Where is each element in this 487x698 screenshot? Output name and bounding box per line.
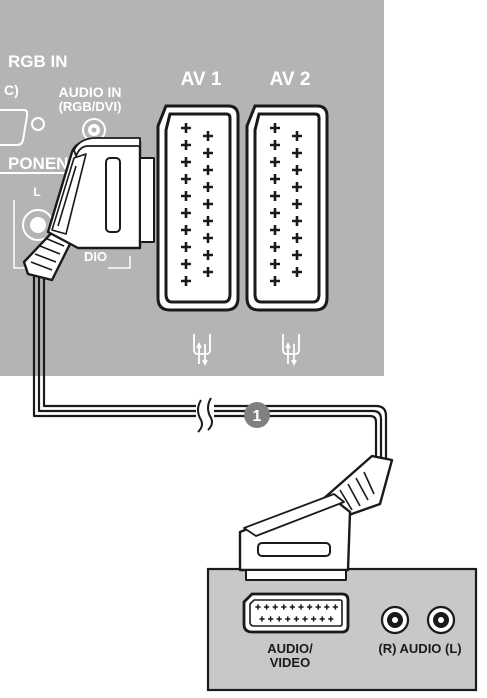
device-scart-socket: [242, 592, 350, 634]
scart-pin: [292, 131, 302, 141]
scart-pin: [203, 131, 213, 141]
audio-l-jack: [426, 605, 456, 635]
external-device-panel: AUDIO/ VIDEO (R) AUDIO (L): [206, 567, 478, 692]
scart-pin: [332, 604, 338, 610]
scart-pin: [270, 123, 280, 133]
scart-pin: [292, 216, 302, 226]
audio-video-label-2: VIDEO: [270, 655, 310, 670]
scart-pin: [292, 165, 302, 175]
scart-cable: [32, 272, 388, 460]
scart-pin: [270, 174, 280, 184]
rgb-screw-icon: [31, 117, 45, 131]
rgb-pc-port: [0, 109, 29, 146]
scart-pin: [181, 208, 191, 218]
scart-pin: [328, 616, 334, 622]
scart-pin: [298, 604, 304, 610]
scart-pin: [270, 208, 280, 218]
audio-r-jack: [380, 605, 410, 635]
scart-pin: [181, 140, 191, 150]
scart-pin: [181, 242, 191, 252]
step-number: 1: [253, 408, 262, 425]
scart-pin: [315, 604, 321, 610]
audio-in-sub-label: (RGB/DVI): [59, 99, 122, 114]
l-label: L: [33, 185, 40, 199]
scart-socket-av2: [245, 104, 329, 312]
rgb-in-label: RGB IN: [8, 52, 68, 71]
scart-pin: [270, 191, 280, 201]
scart-pin: [281, 604, 287, 610]
scart-pin: [292, 199, 302, 209]
scart-pin: [203, 148, 213, 158]
scart-pin: [203, 250, 213, 260]
scart-pin: [292, 267, 302, 277]
scart-pin: [307, 604, 313, 610]
scart-pin: [292, 250, 302, 260]
audio-rl-label: (R) AUDIO (L): [378, 641, 461, 656]
av1-label: AV 1: [181, 69, 222, 90]
scart-pin: [270, 259, 280, 269]
device-scart-pins: [255, 604, 338, 622]
scart-pin: [181, 174, 191, 184]
scart-pin: [324, 604, 330, 610]
scart-pin: [292, 182, 302, 192]
scart-pin: [259, 616, 265, 622]
cable-break-icon: [197, 397, 213, 433]
audio-in-label: AUDIO IN: [59, 84, 122, 100]
scart-pin: [181, 259, 191, 269]
scart-pin: [276, 616, 282, 622]
scart-plug-device: [238, 454, 394, 581]
scart-pins-av1: [181, 123, 213, 286]
scart-pin: [181, 276, 191, 286]
scart-socket-av1: [156, 104, 240, 312]
scart-pin: [289, 604, 295, 610]
audio-video-label-1: AUDIO/: [267, 641, 313, 656]
scart-pin: [203, 267, 213, 277]
scart-antenna-icon-av1: [193, 334, 211, 367]
scart-pin: [293, 616, 299, 622]
scart-pin: [292, 233, 302, 243]
scart-pin: [302, 616, 308, 622]
scart-pin: [255, 604, 261, 610]
scart-pin: [272, 604, 278, 610]
scart-pin: [203, 233, 213, 243]
scart-pin: [264, 604, 270, 610]
scart-pin: [181, 123, 191, 133]
scart-antenna-icon-av2: [282, 334, 300, 367]
audio-label: DIO: [84, 249, 107, 264]
scart-pin: [270, 276, 280, 286]
scart-pin: [268, 616, 274, 622]
scart-pin: [203, 216, 213, 226]
scart-pin: [181, 225, 191, 235]
scart-pin: [270, 157, 280, 167]
scart-pin: [203, 182, 213, 192]
scart-pin: [292, 148, 302, 158]
component-label: PONENT: [8, 154, 79, 173]
scart-pin: [319, 616, 325, 622]
scart-pin: [311, 616, 317, 622]
scart-pin: [181, 157, 191, 167]
scart-pin: [285, 616, 291, 622]
step-number-badge: 1: [244, 402, 270, 428]
av2-label: AV 2: [270, 69, 311, 90]
scart-pin: [203, 199, 213, 209]
tv-rear-panel: RGB IN C) AUDIO IN (RGB/DVI) PONENT L DI…: [0, 0, 384, 376]
scart-pin: [270, 242, 280, 252]
scart-plug-tv: [22, 137, 155, 282]
component-bracket-right: [108, 256, 131, 269]
scart-pin: [203, 165, 213, 175]
scart-pin: [181, 191, 191, 201]
pc-label: C): [4, 82, 19, 98]
scart-pin: [270, 225, 280, 235]
scart-pins-av2: [270, 123, 302, 286]
scart-pin: [270, 140, 280, 150]
